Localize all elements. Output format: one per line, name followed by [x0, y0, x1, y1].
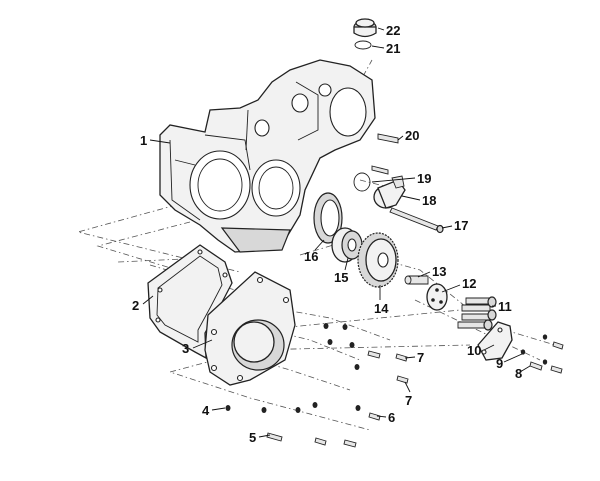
callout-4: 4	[202, 403, 210, 418]
callout-22: 22	[386, 23, 400, 38]
gear-shaft	[404, 275, 429, 285]
callout-1: 1	[140, 133, 147, 148]
callout-12: 12	[462, 276, 476, 291]
callout-13: 13	[432, 264, 446, 279]
thrust-plate	[426, 283, 448, 311]
callout-11: 11	[498, 299, 512, 314]
callout-7a: 7	[417, 350, 424, 365]
callout-labels: 1 2 3 4 5 6 7 7 8 9 10 11 12 13 14 15 16…	[132, 23, 522, 445]
bolt-row	[266, 341, 564, 448]
pump-body	[373, 175, 406, 209]
callout-6: 6	[388, 410, 395, 425]
callout-19: 19	[417, 171, 431, 186]
stud	[371, 133, 399, 175]
bolt-set	[457, 296, 497, 331]
callout-16: 16	[304, 249, 318, 264]
front-cover-gasket	[147, 244, 233, 360]
oil-seal	[313, 192, 343, 244]
callout-5: 5	[249, 430, 256, 445]
oil-filler-cap	[353, 18, 377, 38]
callout-14: 14	[374, 301, 389, 316]
callout-15: 15	[334, 270, 348, 285]
snap-ring	[354, 40, 372, 50]
callout-7b: 7	[405, 393, 412, 408]
o-ring	[353, 172, 371, 192]
callout-20: 20	[405, 128, 419, 143]
callout-10: 10	[467, 343, 481, 358]
callout-18: 18	[422, 193, 436, 208]
small-cover-plate	[477, 321, 513, 361]
callout-2: 2	[132, 298, 139, 313]
long-bolt	[389, 207, 444, 234]
callout-3: 3	[182, 341, 189, 356]
callout-9: 9	[496, 356, 503, 371]
callout-21: 21	[386, 41, 400, 56]
callout-8: 8	[515, 366, 522, 381]
timing-gear-housing	[159, 59, 376, 253]
leader-lines	[142, 27, 531, 438]
gear-hub	[331, 227, 363, 263]
front-cover-plate	[204, 271, 296, 386]
callout-17: 17	[454, 218, 468, 233]
idler-gear	[357, 232, 399, 288]
washer-row	[225, 323, 548, 413]
